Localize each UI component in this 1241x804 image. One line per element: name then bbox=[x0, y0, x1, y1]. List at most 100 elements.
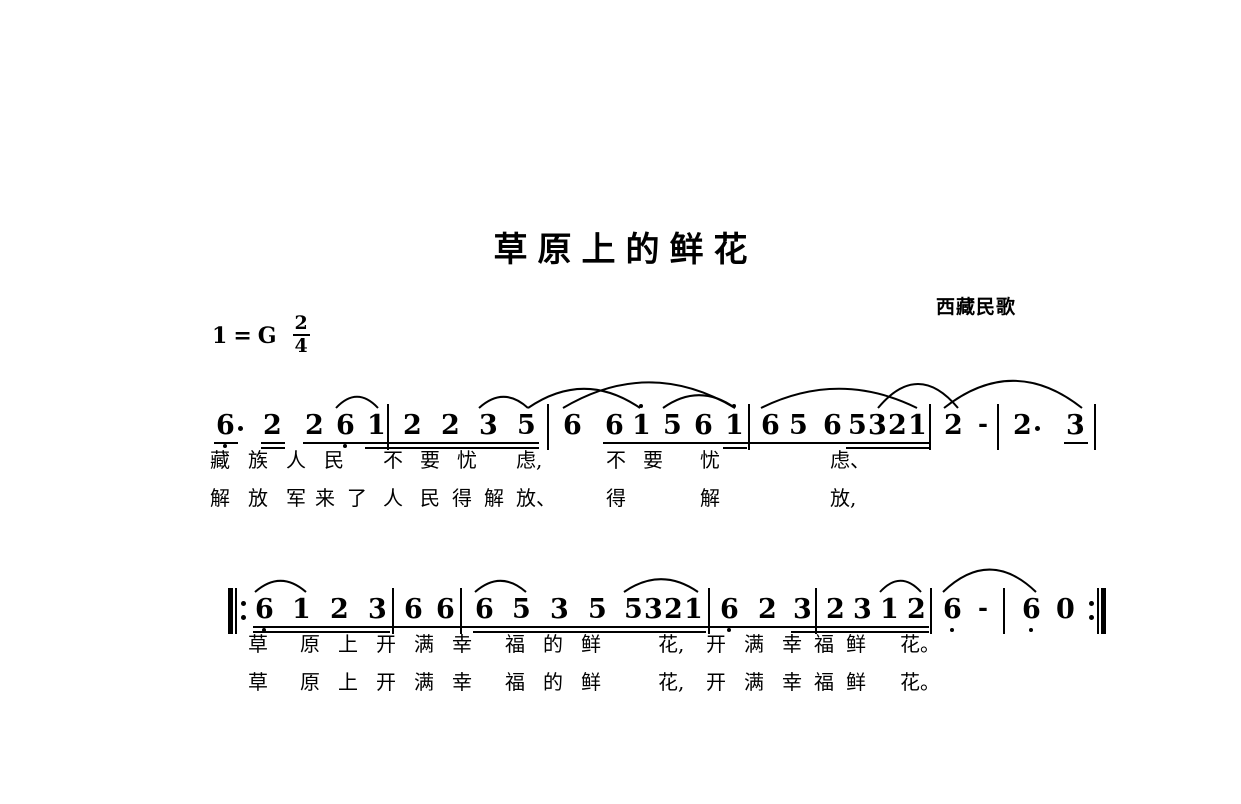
lyric-syllable: 福 bbox=[814, 670, 834, 694]
lyric-syllable: 放, bbox=[830, 486, 857, 510]
beam-line bbox=[682, 626, 742, 628]
repeat-mark-part bbox=[241, 615, 246, 620]
beam-line bbox=[328, 631, 390, 633]
beam-line bbox=[851, 631, 902, 633]
lyric-syllable: 幸 bbox=[452, 670, 472, 694]
note-5: 5 bbox=[848, 410, 867, 441]
octave-down-dot bbox=[1029, 628, 1034, 632]
slur bbox=[879, 579, 922, 593]
note-6: 6 bbox=[436, 594, 455, 625]
note-5: 5 bbox=[588, 594, 607, 625]
beam-line bbox=[905, 626, 929, 628]
key-value: G bbox=[257, 323, 277, 349]
lyric-syllable: 忧 bbox=[457, 448, 477, 472]
beam-line bbox=[365, 442, 425, 444]
note-5: 5 bbox=[663, 410, 682, 441]
repeat-mark-part bbox=[1097, 588, 1099, 634]
time-signature-denominator: 4 bbox=[292, 334, 310, 357]
note-6: 6 bbox=[943, 596, 962, 632]
slur bbox=[623, 578, 699, 593]
note-2: 2 bbox=[330, 594, 349, 625]
lyric-syllable: 放 bbox=[248, 486, 268, 510]
note-2: 2 bbox=[826, 594, 845, 625]
note-1: 1 bbox=[684, 594, 703, 625]
repeat-start-sign bbox=[228, 588, 246, 634]
lyric-syllable: 鲜 bbox=[846, 670, 866, 694]
beam-line bbox=[477, 442, 539, 444]
note-6: 6 bbox=[336, 412, 355, 448]
note-6: 6 bbox=[216, 412, 235, 448]
lyric-syllable: 不 bbox=[383, 448, 403, 472]
note-dash: - bbox=[978, 593, 988, 622]
note-2: 2 bbox=[305, 410, 324, 441]
lyric-syllable: 花, bbox=[658, 670, 685, 694]
beam-line bbox=[791, 631, 848, 633]
lyric-syllable: 人 bbox=[286, 448, 306, 472]
slur bbox=[942, 568, 1037, 593]
lyric-syllable: 花。 bbox=[900, 632, 940, 656]
beam-line bbox=[214, 442, 238, 444]
note-1: 1 bbox=[367, 410, 386, 441]
slur bbox=[335, 395, 379, 409]
lyric-syllable: 福 bbox=[505, 632, 525, 656]
repeat-mark-part bbox=[1101, 588, 1106, 634]
note-6: 6 bbox=[694, 410, 713, 441]
beam-line bbox=[851, 626, 902, 628]
note-3: 3 bbox=[550, 594, 569, 625]
beam-line bbox=[661, 442, 716, 444]
note-2: 2 bbox=[944, 410, 963, 441]
beam-line bbox=[821, 442, 870, 444]
lyric-syllable: 上 bbox=[338, 670, 358, 694]
beam-line bbox=[473, 626, 534, 628]
barline bbox=[815, 588, 817, 634]
octave-down-dot bbox=[950, 628, 955, 632]
lyric-syllable: 虑、 bbox=[830, 448, 870, 472]
lyric-syllable: 的 bbox=[543, 670, 563, 694]
barline bbox=[387, 404, 389, 450]
slur bbox=[662, 394, 736, 409]
note-6: 6 bbox=[1022, 596, 1041, 632]
page-title: 草原上的鲜花 bbox=[493, 230, 758, 270]
beam-line bbox=[906, 447, 930, 449]
octave-up-dot bbox=[732, 404, 737, 408]
lyric-syllable: 原 bbox=[300, 670, 320, 694]
note-6: 6 bbox=[761, 410, 780, 441]
beam-line bbox=[824, 626, 875, 628]
barline bbox=[1003, 588, 1005, 634]
beam-line bbox=[682, 631, 706, 633]
lyric-syllable: 满 bbox=[414, 632, 434, 656]
lyric-syllable: 族 bbox=[248, 448, 268, 472]
note-2: 2 bbox=[263, 410, 282, 441]
beam-line bbox=[328, 626, 390, 628]
barline bbox=[930, 588, 932, 634]
lyric-syllable: 要 bbox=[420, 448, 440, 472]
lyric-syllable: 开 bbox=[376, 632, 396, 656]
beam-line bbox=[603, 442, 654, 444]
lyric-syllable: 满 bbox=[744, 632, 764, 656]
repeat-mark-part bbox=[228, 588, 233, 634]
beam-line bbox=[303, 442, 358, 444]
beam-line bbox=[253, 626, 314, 628]
note-0: 0 bbox=[1056, 594, 1075, 625]
beam-line bbox=[878, 626, 929, 628]
beam-line bbox=[253, 631, 314, 633]
beam-line bbox=[905, 631, 929, 633]
octave-down-dot bbox=[727, 628, 732, 632]
time-signature-numerator: 2 bbox=[294, 312, 308, 334]
lyric-syllable: 放、 bbox=[516, 486, 556, 510]
slur bbox=[254, 579, 307, 593]
note-5: 5 bbox=[517, 410, 536, 441]
beam-line bbox=[515, 447, 539, 449]
lyric-syllable: 福 bbox=[505, 670, 525, 694]
beam-line bbox=[510, 631, 572, 633]
note-5: 5 bbox=[624, 594, 643, 625]
beam-line bbox=[365, 447, 425, 449]
slur bbox=[527, 387, 641, 409]
lyric-syllable: 解 bbox=[484, 486, 504, 510]
beam-line bbox=[1064, 442, 1088, 444]
lyric-syllable: 花, bbox=[658, 632, 685, 656]
note-1: 1 bbox=[292, 594, 311, 625]
beam-line bbox=[510, 626, 572, 628]
key-equals-sign: = bbox=[233, 323, 252, 349]
